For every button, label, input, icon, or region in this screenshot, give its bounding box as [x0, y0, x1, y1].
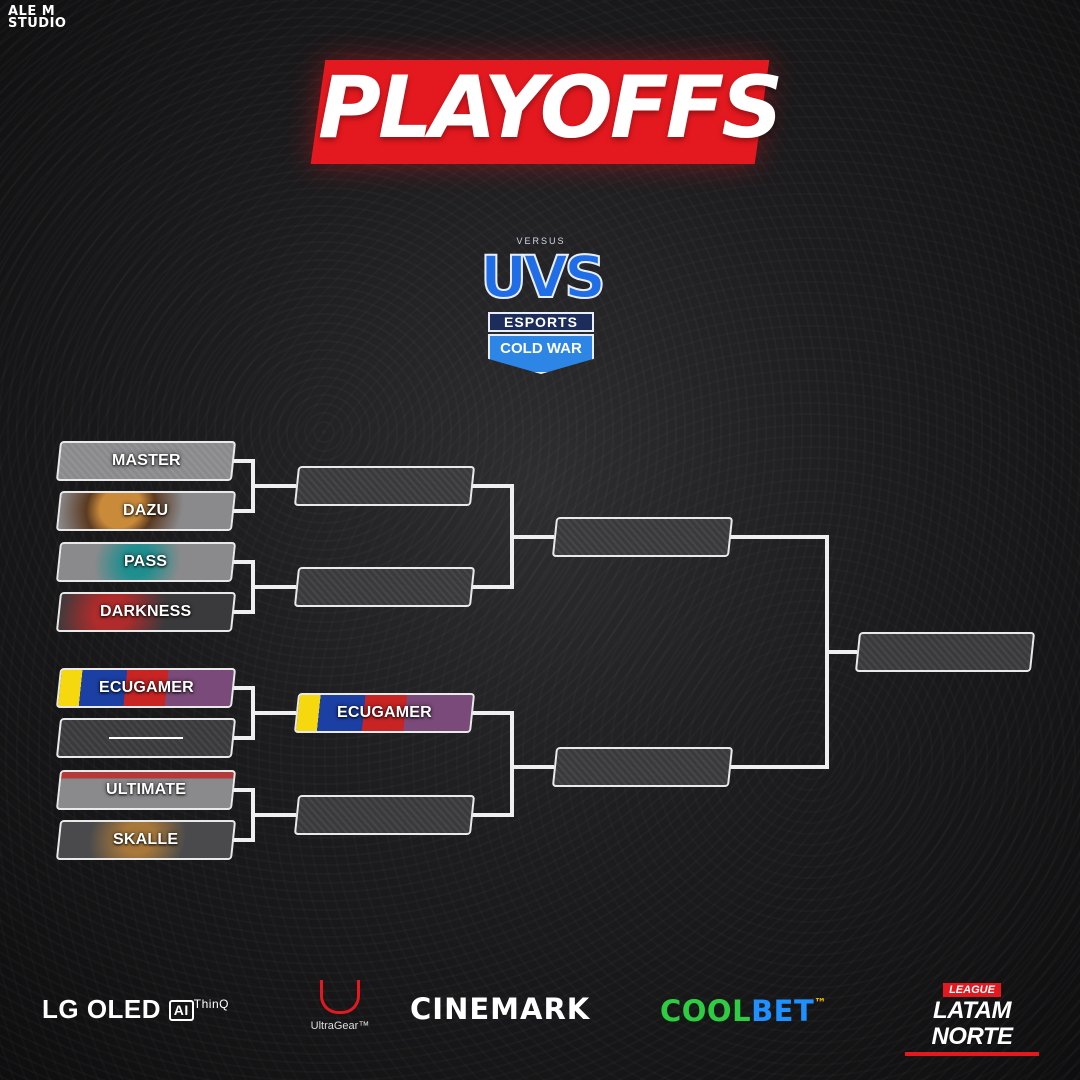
team-name-darkness: DARKNESS: [100, 603, 192, 620]
event-logo-game: COLD WAR: [488, 334, 594, 374]
bracket-slot-r2-1[interactable]: [293, 466, 476, 506]
connector-r1-a: [233, 459, 255, 513]
bracket-slot-final[interactable]: [854, 632, 1036, 672]
lg-oled-text: LG OLED: [42, 994, 162, 1024]
connector-r3: [730, 535, 829, 769]
bracket-slot-r1-3[interactable]: PASS: [55, 542, 237, 582]
sponsor-latam-norte: LEAGUE LATAM NORTE: [905, 980, 1039, 1056]
team-name-ecugamer-r2: ECUGAMER: [337, 704, 432, 721]
bracket-slot-r2-4[interactable]: [293, 795, 476, 835]
bracket-slot-r1-2[interactable]: DAZU: [55, 491, 237, 531]
event-logo: VERSUS UVS ESPORTS COLD WAR: [466, 228, 616, 380]
team-name-pass: PASS: [124, 553, 168, 570]
latam-norte-text: LATAM NORTE: [931, 997, 1013, 1050]
team-name-ecugamer: ECUGAMER: [98, 679, 194, 696]
coolbet-text-cool: COOL: [660, 994, 752, 1028]
bracket-slot-r1-8[interactable]: SKALLE: [55, 820, 237, 860]
ultragear-icon: [320, 980, 360, 1014]
connector-r2-b: [472, 711, 514, 817]
coolbet-tm: ™: [814, 996, 827, 1010]
bracket-slot-r2-3[interactable]: ECUGAMER: [293, 693, 476, 733]
ultragear-text: UltraGear™: [310, 1020, 370, 1032]
title-banner: PLAYOFFS: [310, 52, 783, 164]
bracket-slot-r3-2[interactable]: [551, 747, 734, 787]
bracket-slot-r1-6[interactable]: [55, 718, 237, 758]
latam-underline: [905, 1052, 1039, 1056]
empty-team-dash: [109, 737, 183, 739]
team-name-master: MASTER: [111, 452, 181, 469]
sponsor-ultragear: UltraGear™: [300, 980, 380, 1032]
connector-r1-d: [233, 788, 255, 842]
bracket-slot-r2-2[interactable]: [293, 567, 476, 607]
coolbet-text-bet: BET: [751, 994, 815, 1028]
bracket-slot-r3-1[interactable]: [551, 517, 734, 557]
studio-logo: ALE M STUDIO: [8, 4, 67, 31]
bracket-slot-r1-5[interactable]: ECUGAMER: [55, 668, 237, 708]
connector-r1-c: [233, 686, 255, 740]
lg-thinq-text: ThinQ: [193, 997, 229, 1011]
bracket-slot-r1-4[interactable]: DARKNESS: [55, 592, 237, 632]
studio-logo-line1: ALE M: [8, 4, 56, 19]
event-logo-mark: UVS: [479, 243, 607, 311]
page-title: PLAYOFFS: [318, 58, 783, 158]
lg-ai-badge: AI: [168, 1000, 194, 1021]
bracket-slot-r1-7[interactable]: ULTIMATE: [55, 770, 237, 810]
bracket-slot-r1-1[interactable]: MASTER: [55, 441, 237, 481]
studio-logo-line2: STUDIO: [8, 16, 67, 31]
event-logo-esports: ESPORTS: [488, 312, 594, 332]
latam-league-badge: LEAGUE: [943, 983, 1001, 997]
connector-r1-b: [233, 560, 255, 614]
connector-r2-a: [472, 484, 514, 589]
team-name-skalle: SKALLE: [113, 831, 179, 848]
sponsor-coolbet: COOLBET™: [660, 994, 827, 1028]
event-logo-top-label: VERSUS: [516, 236, 566, 246]
team-name-dazu: DAZU: [123, 502, 169, 519]
sponsor-cinemark: CINEMARK: [410, 992, 591, 1026]
team-name-ultimate: ULTIMATE: [105, 781, 187, 798]
